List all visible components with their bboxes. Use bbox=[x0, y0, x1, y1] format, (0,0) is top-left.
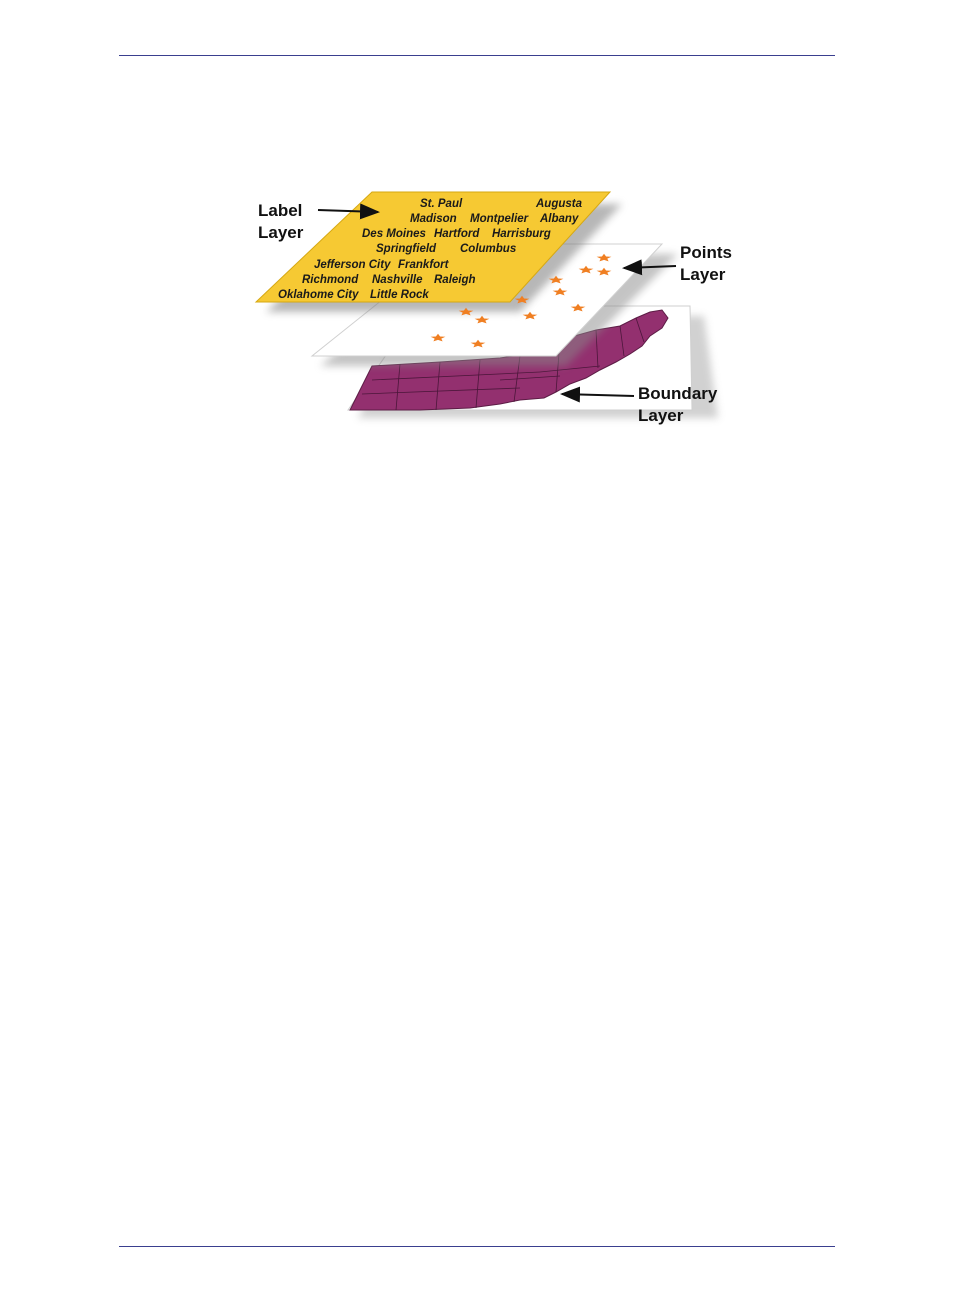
boundary-layer-title-line2: Layer bbox=[638, 406, 684, 425]
city-label: Oklahome City bbox=[278, 289, 359, 301]
city-label: Montpelier bbox=[470, 213, 529, 225]
city-label: Harrisburg bbox=[492, 228, 551, 240]
city-label: Raleigh bbox=[434, 274, 476, 286]
city-label: Nashville bbox=[372, 274, 423, 286]
boundary-layer-title-line1: Boundary bbox=[638, 384, 718, 403]
label-layer-title-line2: Layer bbox=[258, 223, 304, 242]
city-label: Jefferson City bbox=[314, 259, 391, 271]
city-label: Columbus bbox=[460, 243, 516, 255]
city-label: Springfield bbox=[376, 243, 437, 255]
points-layer-title-line2: Layer bbox=[680, 265, 726, 284]
city-label: Madison bbox=[410, 213, 457, 225]
city-label: Frankfort bbox=[398, 259, 450, 271]
points-layer-title-line1: Points bbox=[680, 243, 732, 262]
city-label: Albany bbox=[539, 213, 579, 225]
city-label: Richmond bbox=[302, 274, 359, 286]
city-label: Little Rock bbox=[370, 289, 429, 301]
city-label: Hartford bbox=[434, 228, 480, 240]
label-layer-title-line1: Label bbox=[258, 201, 302, 220]
footer-rule bbox=[119, 1246, 835, 1247]
city-label: Des Moines bbox=[362, 228, 426, 240]
city-label: St. Paul bbox=[420, 198, 463, 210]
city-label: Augusta bbox=[535, 198, 583, 210]
